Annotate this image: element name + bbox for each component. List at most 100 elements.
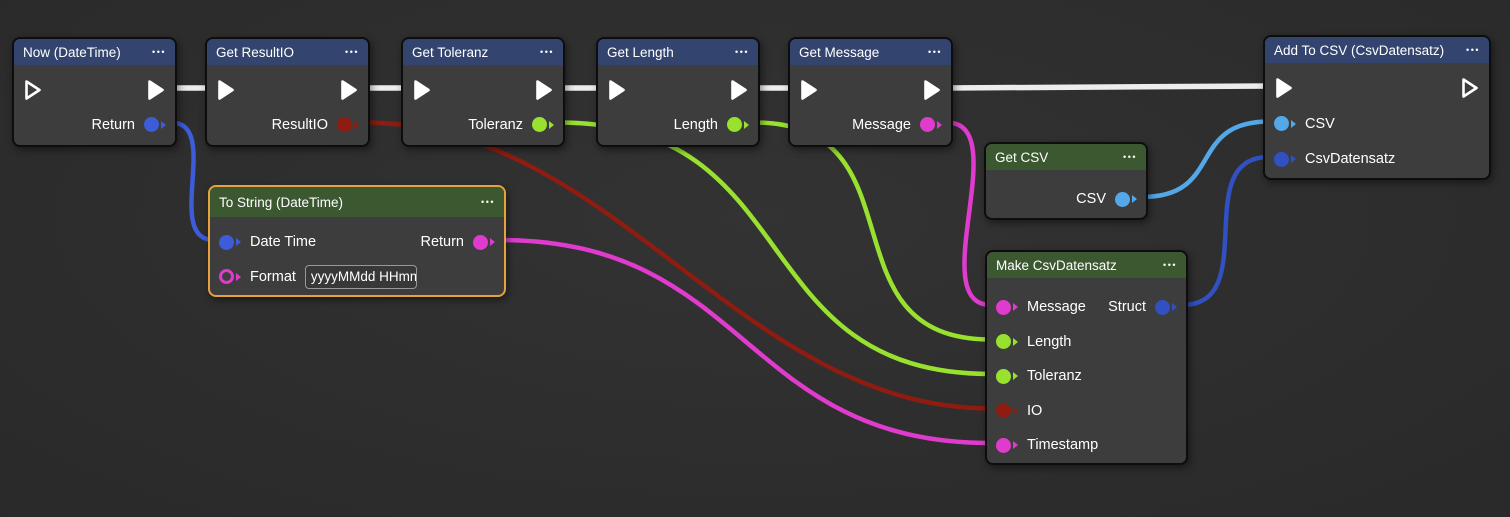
pin-label: Message	[852, 116, 911, 133]
pin-return[interactable]	[473, 234, 488, 250]
node-title: Now (DateTime)	[23, 44, 121, 60]
ellipsis-menu-icon[interactable]: •••	[152, 46, 166, 57]
pin-arrow-icon	[937, 120, 942, 129]
ellipsis-menu-icon[interactable]: •••	[540, 46, 554, 57]
exec-out-pin[interactable]	[535, 79, 553, 101]
pin-arrow-icon	[1291, 155, 1296, 163]
pin-arrow-icon	[744, 120, 749, 129]
ellipsis-menu-icon[interactable]: •••	[928, 46, 942, 57]
pin-arrow-icon	[1013, 406, 1018, 415]
pin-timestamp[interactable]	[996, 437, 1011, 453]
node-header[interactable]: Get Message •••	[790, 39, 951, 65]
wire-now-return-to-datetime	[168, 120, 217, 243]
ellipsis-menu-icon[interactable]: •••	[735, 46, 749, 57]
pin-row: Toleranz	[996, 363, 1177, 389]
node-get-csv[interactable]: Get CSV••• CSV	[984, 142, 1148, 220]
pin-row: Toleranz	[412, 112, 554, 138]
node-get-resultio[interactable]: Get ResultIO••• ResultIO	[205, 37, 370, 147]
pin-return[interactable]	[144, 117, 159, 132]
pin-row: Timestamp	[996, 432, 1177, 458]
node-title: To String (DateTime)	[219, 194, 344, 210]
pin-format[interactable]	[219, 269, 234, 284]
exec-out-pin[interactable]	[1461, 77, 1479, 99]
ellipsis-menu-icon[interactable]: •••	[345, 46, 359, 57]
pin-arrow-icon	[1013, 337, 1018, 346]
wire-struct-to-csvdatensatz	[1179, 154, 1272, 308]
ellipsis-menu-icon[interactable]: •••	[1466, 44, 1480, 55]
node-header[interactable]: Now (DateTime) •••	[14, 39, 175, 65]
pin-date-time[interactable]	[219, 234, 234, 250]
pin-label: Format	[250, 268, 296, 285]
ellipsis-menu-icon[interactable]: •••	[1163, 259, 1177, 270]
node-get-toleranz[interactable]: Get Toleranz ••• Toleranz	[401, 37, 565, 147]
pin-row: ResultIO	[216, 112, 359, 138]
node-header[interactable]: Add To CSV (CsvDatensatz) •••	[1265, 37, 1489, 63]
node-get-length[interactable]: Get Length••• Length	[596, 37, 760, 147]
exec-out-pin[interactable]	[730, 79, 748, 101]
pin-length[interactable]	[996, 334, 1011, 349]
pin-label: ResultIO	[271, 116, 328, 133]
pin-io[interactable]	[996, 403, 1011, 418]
pin-resultio[interactable]	[337, 117, 352, 132]
pin-arrow-icon	[1291, 119, 1296, 128]
node-header[interactable]: Get CSV•••	[986, 144, 1146, 170]
exec-in-pin[interactable]	[608, 79, 626, 101]
exec-in-pin[interactable]	[24, 79, 42, 101]
pin-row: Length	[607, 112, 749, 138]
wire-getcsv-to-csv	[1139, 119, 1272, 200]
node-title: Get Message	[799, 44, 880, 60]
exec-out-pin[interactable]	[923, 79, 941, 101]
pin-message[interactable]	[920, 117, 935, 132]
pin-label: Toleranz	[468, 116, 523, 133]
pin-csv[interactable]	[1274, 116, 1289, 131]
node-get-message[interactable]: Get Message ••• Message	[788, 37, 953, 147]
pin-message[interactable]	[996, 299, 1011, 315]
pin-csvdatensatz[interactable]	[1274, 151, 1289, 167]
node-header[interactable]: To String (DateTime) •••	[210, 187, 504, 217]
pin-row: Message	[799, 112, 942, 138]
pin-label: Message	[1027, 299, 1086, 315]
exec-in-pin[interactable]	[217, 79, 235, 101]
pin-arrow-icon	[549, 120, 554, 129]
node-header[interactable]: Get Toleranz •••	[403, 39, 563, 65]
node-header[interactable]: Make CsvDatensatz •••	[987, 252, 1186, 278]
node-title: Add To CSV (CsvDatensatz)	[1274, 42, 1445, 58]
pin-csv[interactable]	[1115, 191, 1130, 207]
format-input[interactable]: yyyyMMdd HHmm	[304, 264, 417, 289]
node-title: Make CsvDatensatz	[996, 257, 1117, 273]
exec-in-pin[interactable]	[1275, 77, 1293, 99]
pin-label: Return	[420, 234, 464, 250]
pin-row: IO	[996, 398, 1177, 424]
pin-struct[interactable]	[1155, 299, 1170, 315]
pin-arrow-icon	[1013, 441, 1018, 449]
pin-length[interactable]	[727, 117, 742, 132]
node-header[interactable]: Get Length•••	[598, 39, 758, 65]
exec-out-pin[interactable]	[340, 79, 358, 101]
pin-label: Timestamp	[1027, 437, 1099, 453]
node-now[interactable]: Now (DateTime)•••Return	[12, 37, 177, 147]
wire-tostring-return-to-timestamp	[497, 237, 994, 446]
pin-toleranz[interactable]	[996, 368, 1011, 384]
pin-arrow-icon	[490, 238, 495, 246]
exec-in-pin[interactable]	[800, 79, 818, 101]
ellipsis-menu-icon[interactable]: •••	[481, 196, 495, 207]
pin-label: IO	[1027, 402, 1043, 419]
node-title: Get Toleranz	[412, 44, 489, 60]
pin-arrow-icon	[236, 272, 241, 281]
ellipsis-menu-icon[interactable]: •••	[1123, 151, 1137, 162]
pin-arrow-icon	[1172, 303, 1177, 311]
pin-row: CSV	[995, 186, 1137, 212]
exec-in-pin[interactable]	[413, 79, 431, 101]
pin-toleranz[interactable]	[532, 117, 547, 132]
exec-out-pin[interactable]	[147, 79, 165, 101]
pin-arrow-icon	[354, 120, 359, 129]
pin-arrow-icon	[1013, 303, 1018, 311]
node-header[interactable]: Get ResultIO•••	[207, 39, 368, 65]
